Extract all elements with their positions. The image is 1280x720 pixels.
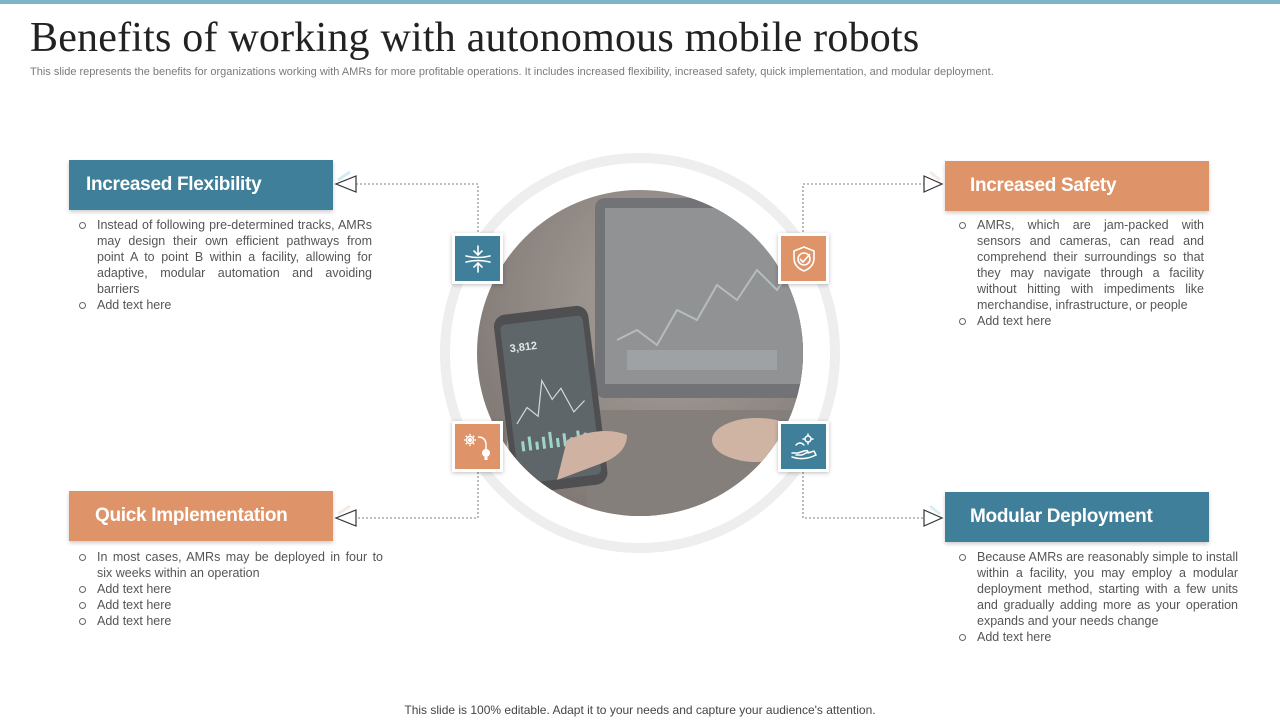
connector-top-left — [356, 183, 479, 232]
phone-value: 3,812 — [509, 340, 538, 355]
header-title: Increased Safety — [970, 175, 1117, 196]
header-title: Quick Implementation — [95, 505, 288, 526]
list-item: Add text here — [69, 597, 383, 613]
list-item: Instead of following pre-determined trac… — [69, 217, 372, 297]
header-modular-deployment: Modular Deployment — [945, 492, 1209, 542]
list-item: Add text here — [949, 313, 1204, 329]
footer-note: This slide is 100% editable. Adapt it to… — [404, 703, 876, 717]
gears-lightbulb-icon — [452, 421, 503, 472]
shield-check-icon — [778, 233, 829, 284]
compress-arrows-icon — [452, 233, 503, 284]
list-increased-flexibility: Instead of following pre-determined trac… — [69, 217, 372, 313]
arrowhead-bottom-right — [923, 509, 944, 527]
list-item: AMRs, which are jam-packed with sensors … — [949, 217, 1204, 313]
list-modular-deployment: Because AMRs are reasonably simple to in… — [949, 549, 1238, 645]
header-quick-implementation: Quick Implementation — [69, 491, 333, 541]
list-item: In most cases, AMRs may be deployed in f… — [69, 549, 383, 581]
list-increased-safety: AMRs, which are jam-packed with sensors … — [949, 217, 1204, 329]
header-increased-safety: Increased Safety — [945, 161, 1209, 211]
list-item: Add text here — [69, 297, 372, 313]
connector-top-right — [802, 183, 924, 232]
header-title: Increased Flexibility — [86, 174, 262, 195]
list-item: Add text here — [69, 613, 383, 629]
arrowhead-top-left — [334, 175, 357, 193]
arrowhead-top-right — [923, 175, 944, 193]
list-item: Add text here — [69, 581, 383, 597]
header-title: Modular Deployment — [970, 506, 1153, 527]
list-item: Add text here — [949, 629, 1238, 645]
list-item: Because AMRs are reasonably simple to in… — [949, 549, 1238, 629]
connector-bottom-right — [802, 472, 924, 519]
hand-gear-icon — [778, 421, 829, 472]
arrowhead-bottom-left — [334, 509, 357, 527]
list-quick-implementation: In most cases, AMRs may be deployed in f… — [69, 549, 383, 629]
center-photo: 3,812 — [477, 190, 803, 516]
center-ring — [440, 153, 840, 553]
slide-subtitle: This slide represents the benefits for o… — [30, 66, 994, 78]
connector-bottom-left — [356, 472, 479, 519]
header-increased-flexibility: Increased Flexibility — [69, 160, 333, 210]
top-accent-bar — [0, 0, 1280, 4]
slide-title: Benefits of working with autonomous mobi… — [30, 15, 920, 61]
